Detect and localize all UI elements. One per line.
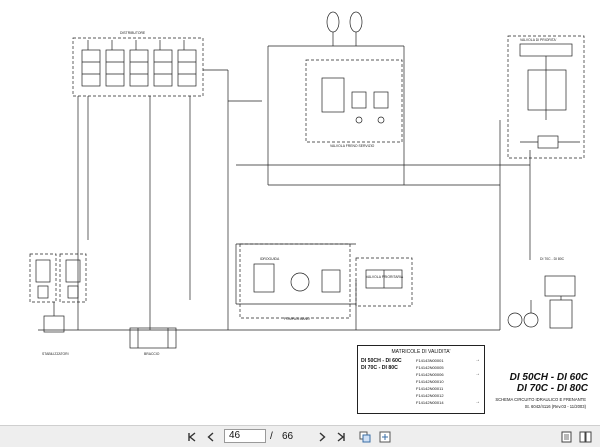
fit-page-button[interactable]	[378, 430, 391, 443]
previous-page-icon	[207, 431, 214, 442]
validity-code: F14142N00005	[416, 365, 444, 370]
double-page-view-button[interactable]	[578, 430, 592, 443]
validity-code: F14142N00012	[416, 393, 444, 398]
single-page-view-icon	[561, 431, 572, 442]
fit-page-icon	[379, 431, 390, 442]
previous-page-button[interactable]	[205, 430, 217, 443]
validity-title: MATRICOLE DI VALIDITA'	[391, 349, 451, 355]
validity-model: DI 70C - DI 80C	[361, 365, 398, 371]
validity-arrow: →	[475, 371, 480, 377]
viewer-toolbar: 46 / 66	[0, 425, 600, 447]
copy-pages-icon	[359, 431, 370, 442]
scheme-title: SCHEMA CIRCUITO IDRAULICO E FRENANTE	[495, 397, 586, 402]
hydraulic-schematic-page: DISTRIBUTORE VALVOLA FRENO SERVIZIO VALV…	[29, 11, 588, 414]
first-page-icon	[188, 431, 196, 442]
validity-code: F14143N00001	[416, 358, 444, 363]
first-page-button[interactable]	[186, 430, 198, 443]
validity-code: F14142N00006	[416, 372, 444, 377]
next-page-icon	[319, 431, 326, 442]
priority-label: VALVOLA DI PRIORITA'	[520, 38, 557, 42]
arm-label: BRACCIO	[144, 352, 160, 356]
validity-code: F14142N00011	[416, 386, 444, 391]
total-pages: 66	[282, 431, 294, 442]
schematic-drawing	[29, 11, 585, 349]
page-separator: /	[270, 431, 273, 442]
model-box-label: DI 70C - DI 80C	[540, 257, 565, 261]
hand-pump-label: POMPA A MANO	[284, 317, 310, 321]
validity-arrow: →	[475, 357, 480, 363]
single-page-view-button[interactable]	[560, 430, 573, 443]
model-title-line1: DI 50CH - DI 60C	[509, 372, 588, 383]
scheme-reference: St. 6042/4116 (Rev.03 - 11/2003)	[524, 404, 586, 409]
double-page-view-icon	[579, 431, 591, 442]
last-page-icon	[337, 431, 345, 442]
model-title-line2: DI 70C - DI 80C	[516, 383, 588, 394]
validity-arrow: →	[475, 399, 480, 405]
validity-code: F14142N00014	[416, 400, 444, 405]
current-page-input[interactable]: 46	[224, 429, 266, 443]
orbitrol-label: IDROGUIDA	[260, 257, 280, 261]
validity-model: DI 50CH - DI 60C	[361, 358, 402, 364]
copy-pages-button[interactable]	[358, 430, 371, 443]
validity-code: F14142N00010	[416, 379, 444, 384]
priority-valve-label: VALVOLA PRIORITARIA	[366, 275, 404, 279]
next-page-button[interactable]	[316, 430, 328, 443]
last-page-button[interactable]	[335, 430, 347, 443]
brake-valve-label: VALVOLA FRENO SERVIZIO	[330, 144, 375, 148]
validity-serials-table: MATRICOLE DI VALIDITA' DI 50CH - DI 60C …	[357, 345, 485, 414]
stabilizers-label: STABILIZZATORI	[42, 352, 69, 356]
distributor-label: DISTRIBUTORE	[120, 31, 146, 35]
